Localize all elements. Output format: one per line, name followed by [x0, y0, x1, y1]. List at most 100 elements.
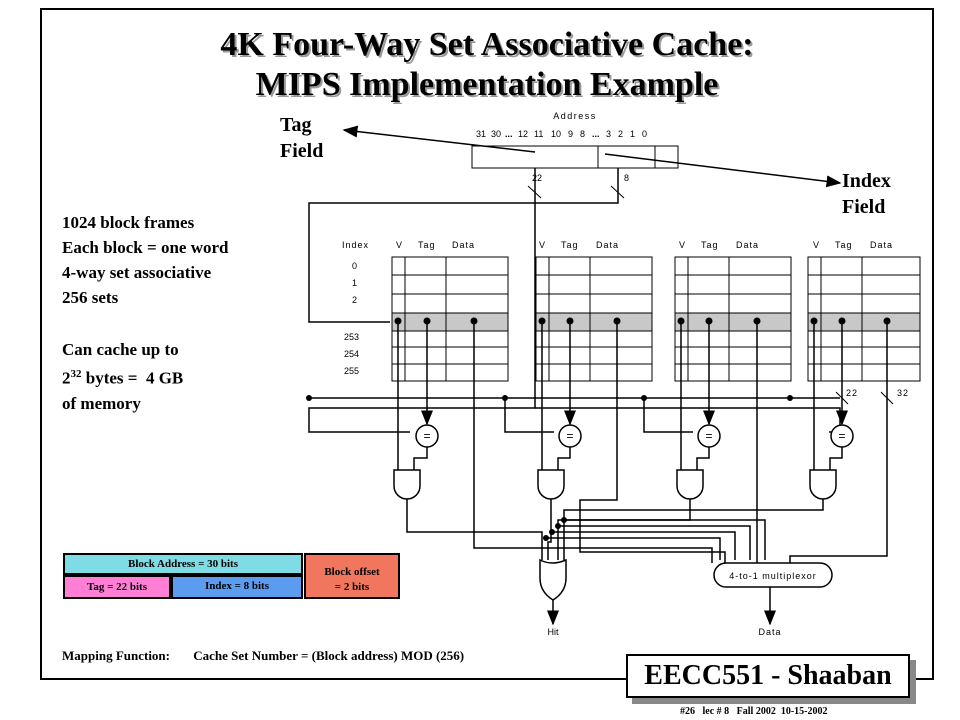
- index-number: 0: [352, 261, 357, 271]
- block-offset-line1: Block offset: [324, 566, 380, 578]
- bit-label: 3: [606, 129, 611, 139]
- bit-label: ...: [505, 129, 513, 139]
- tag-lines: [421, 321, 848, 426]
- bit-label: 2: [618, 129, 623, 139]
- valid-lines: [397, 321, 843, 470]
- slide-frame: [40, 8, 934, 680]
- tag-field-word1: Tag: [280, 114, 312, 136]
- block-offset-box: Block offset = 2 bits: [304, 553, 400, 599]
- tag-field-label: Tag Field: [280, 112, 323, 164]
- bit-label: 9: [568, 129, 573, 139]
- column-data: Data: [452, 240, 475, 250]
- capacity-rest: bytes = 4 GB: [81, 368, 184, 388]
- address-register: [471, 145, 679, 169]
- index-width-label: 8: [624, 173, 629, 183]
- tag-bus-width: 22: [846, 388, 858, 398]
- capacity-line2: 232 bytes = 4 GB: [62, 362, 183, 391]
- column-v: V: [679, 240, 685, 250]
- comparator: =: [830, 424, 854, 448]
- bus-slash: [835, 391, 849, 405]
- index-bus: [308, 168, 619, 323]
- bit-label: 1: [630, 129, 635, 139]
- tag-bus: [308, 168, 536, 433]
- comparator: =: [558, 424, 582, 448]
- bit-label: 31: [476, 129, 486, 139]
- selected-set-row: [675, 313, 791, 331]
- tag-bits-box: Tag = 22 bits: [63, 575, 171, 599]
- column-tag: Tag: [561, 240, 579, 250]
- svg-text:=: =: [838, 429, 845, 443]
- column-v: V: [813, 240, 819, 250]
- address-bit-numbers: 31 30 ... 12 11 10 9 8 ... 3 2 1 0: [476, 129, 647, 139]
- comparator: =: [697, 424, 721, 448]
- cache-way-3: [674, 256, 792, 382]
- bit-label: 12: [518, 129, 528, 139]
- slide-title-line1: 4K Four-Way Set Associative Cache:: [220, 26, 754, 63]
- index-field-label: Index Field: [842, 168, 891, 220]
- column-data: Data: [736, 240, 759, 250]
- capacity-info: Can cache up to 232 bytes = 4 GB of memo…: [62, 337, 183, 416]
- multiplexor: 4-to-1 multiplexor: [713, 562, 833, 588]
- hit-label: Hit: [548, 627, 559, 637]
- capacity-line3: of memory: [62, 393, 141, 413]
- svg-text:=: =: [705, 429, 712, 443]
- capacity-base: 2: [62, 368, 71, 388]
- bit-label: 10: [551, 129, 561, 139]
- svg-text:4-to-1 multiplexor: 4-to-1 multiplexor: [729, 571, 817, 581]
- slide-title-line2: MIPS Implementation Example: [255, 66, 719, 103]
- slide-footer: #26 lec # 8 Fall 2002 10-15-2002: [680, 706, 828, 717]
- junction-dot: [641, 395, 647, 401]
- index-field-word2: Field: [842, 196, 886, 218]
- junction-dot: [306, 395, 312, 401]
- tag-bus-way2: [504, 398, 554, 433]
- junction-dot: [787, 395, 793, 401]
- index-number: 1: [352, 278, 357, 288]
- hit-lines: [406, 499, 824, 560]
- or-gate: [539, 558, 567, 601]
- selected-set-row: [392, 313, 508, 331]
- bit-label: 11: [534, 129, 543, 139]
- mapping-text: Cache Set Number = (Block address) MOD (…: [193, 648, 465, 663]
- tag-field-word2: Field: [280, 140, 324, 162]
- column-tag: Tag: [701, 240, 719, 250]
- index-number: 2: [352, 295, 357, 305]
- and-gates: [393, 469, 837, 500]
- index-number: 253: [344, 332, 359, 342]
- comparator: =: [415, 424, 439, 448]
- info-line: 256 sets: [62, 288, 119, 307]
- cache-way-1: [391, 256, 509, 382]
- index-field-word1: Index: [842, 170, 891, 192]
- svg-text:=: =: [566, 429, 573, 443]
- index-number: 255: [344, 366, 359, 376]
- svg-text:=: =: [423, 429, 430, 443]
- bit-label: 8: [580, 129, 585, 139]
- index-bits-box: Index = 8 bits: [171, 575, 303, 599]
- capacity-exponent: 32: [70, 368, 82, 380]
- course-logo: EECC551 - Shaaban: [626, 654, 910, 698]
- select-lines: [546, 519, 766, 560]
- mapping-function: Mapping Function: Cache Set Number = (Bl…: [62, 648, 464, 664]
- column-v: V: [539, 240, 545, 250]
- info-line: 4-way set associative: [62, 263, 212, 282]
- selected-set-row: [808, 313, 920, 331]
- tag-bus-way3: [643, 398, 693, 433]
- capacity-line1: Can cache up to: [62, 340, 179, 359]
- index-number: 254: [344, 349, 359, 359]
- column-data: Data: [870, 240, 893, 250]
- mapping-label: Mapping Function:: [62, 648, 170, 663]
- block-offset-line2: = 2 bits: [334, 581, 370, 593]
- cache-info: 1024 block frames Each block = one word …: [62, 210, 228, 310]
- junction-dot: [502, 395, 508, 401]
- index-field-arrow: [604, 153, 842, 188]
- data-output-label: Data: [758, 627, 781, 637]
- address-label: Address: [553, 111, 597, 121]
- column-index: Index: [342, 240, 369, 250]
- info-line: 1024 block frames: [62, 213, 195, 232]
- bit-label: ...: [592, 129, 600, 139]
- column-v: V: [396, 240, 402, 250]
- info-line: Each block = one word: [62, 238, 229, 257]
- selected-set-row: [536, 313, 652, 331]
- column-data: Data: [596, 240, 619, 250]
- bus-slash: [527, 185, 542, 199]
